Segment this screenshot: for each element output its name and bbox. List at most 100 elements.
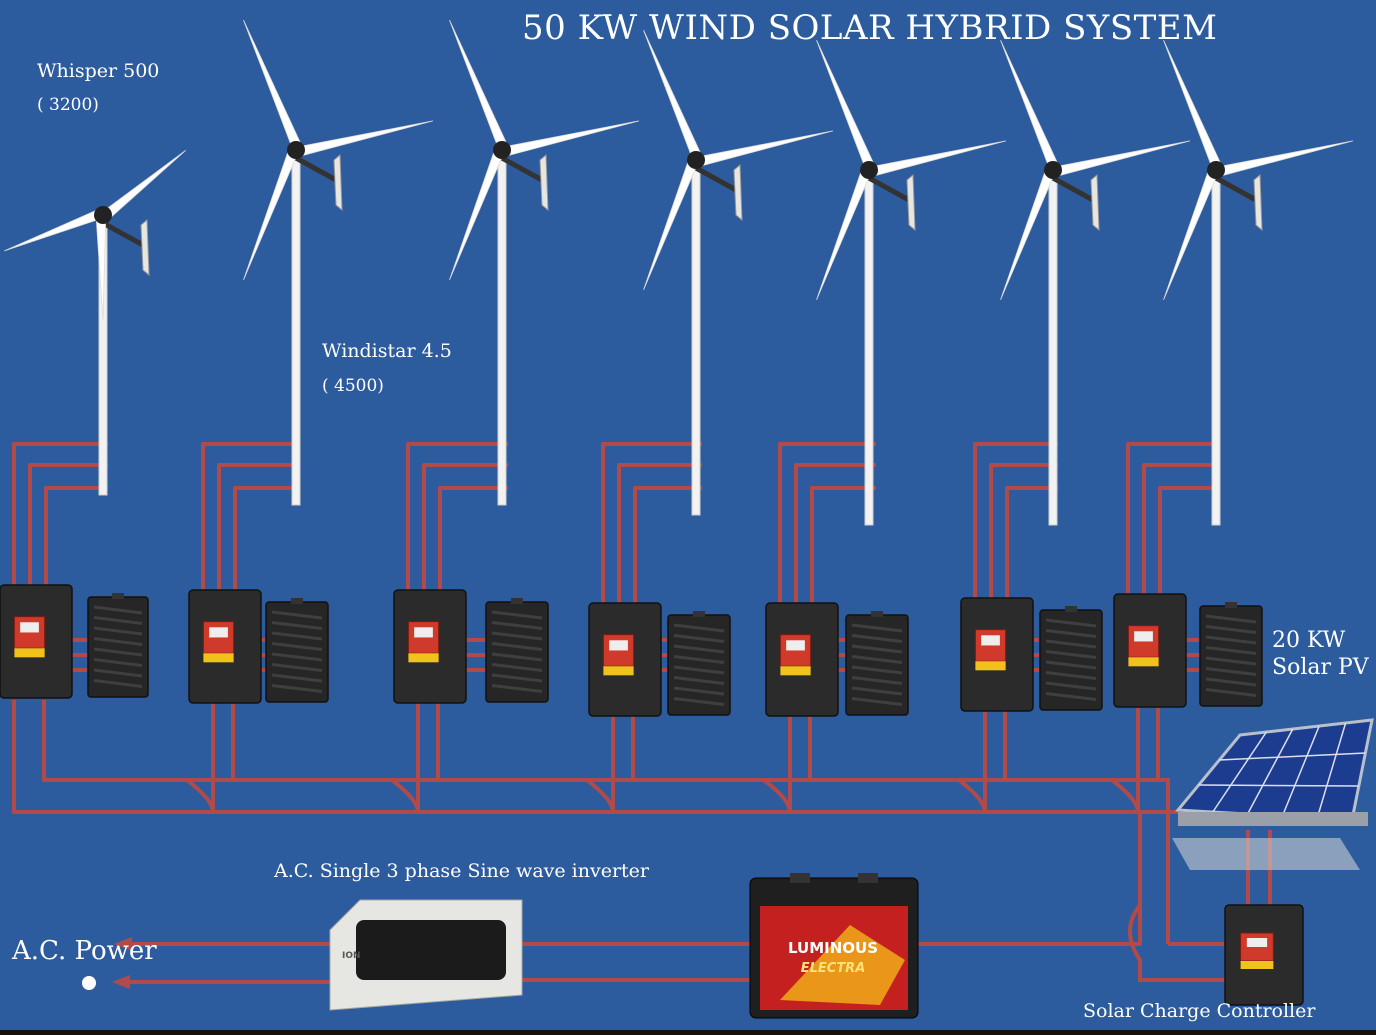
dump-load-grille (851, 686, 903, 696)
turbine-hub (287, 141, 305, 159)
turbine-tower (497, 149, 507, 506)
turbine-cable (1158, 486, 1220, 604)
controller-display (13, 616, 46, 649)
turbine-blade (294, 120, 434, 158)
bus-joint-cable (1110, 778, 1140, 813)
dump-load-terminal (1225, 602, 1237, 608)
turbine-2-model-label: Windistar 4.5 (322, 340, 452, 362)
turbine-cable (44, 486, 108, 595)
controller-strip (408, 653, 439, 663)
turbine-cable (1005, 486, 1058, 608)
dump-load-unit (87, 593, 149, 698)
turbine-blade (1163, 166, 1220, 300)
turbine-blade (816, 40, 877, 172)
inverter-brand-text: ION (342, 951, 361, 961)
controller-strip (780, 666, 811, 676)
wind-turbine-4 (643, 30, 834, 516)
dump-load-grille (1205, 614, 1257, 624)
turbine-tail-boom (101, 220, 145, 248)
dump-load-grille (1205, 677, 1257, 687)
controller-screen (786, 640, 805, 651)
turbine-hub (94, 206, 112, 224)
turbine-tower (864, 169, 874, 526)
turbine-blade (500, 120, 640, 158)
dump-load-unit (265, 598, 329, 703)
turbine-blade (100, 150, 187, 222)
dump-load-grille (673, 655, 725, 664)
turbine-cable (1126, 442, 1220, 604)
battery-flame-graphic (780, 925, 905, 1005)
dump-load-grille (271, 642, 323, 651)
controller-screen (209, 627, 228, 638)
dump-load-grille (673, 686, 725, 696)
controller-display (779, 634, 812, 667)
turbine-blade (1000, 40, 1061, 172)
wind-charge-controller-4 (588, 602, 662, 717)
controller-display (407, 621, 440, 654)
dump-load-grille (271, 663, 323, 672)
dump-load-grille (851, 623, 903, 633)
turbine-cable (617, 463, 702, 613)
dump-load-grille (1205, 646, 1257, 655)
battery-brand-text: LUMINOUS (788, 939, 878, 957)
turbine-tail-fin (333, 153, 343, 212)
dump-load-grille (1045, 650, 1097, 659)
solar-panel-frame (1174, 718, 1374, 822)
inverter-front-panel (356, 920, 506, 980)
turbine-tail-boom (1214, 175, 1258, 203)
charge-controller-label: Solar Charge Controller (1083, 1000, 1316, 1022)
controller-display (974, 629, 1007, 662)
dump-load-terminal (511, 598, 523, 604)
turbine-cable (422, 463, 508, 600)
dump-load-unit (485, 598, 549, 703)
solar-panel-grid (1281, 725, 1320, 817)
wind-turbine-5 (816, 40, 1007, 526)
controller-cable (1128, 903, 1230, 982)
dump-load-grille (491, 673, 543, 683)
turbine-tower (1211, 169, 1221, 526)
dump-load-terminal (291, 598, 303, 604)
turbine-cable (217, 463, 300, 600)
dump-load-grille (673, 676, 725, 685)
turbine-blade (867, 140, 1007, 178)
turbine-blade (1051, 140, 1191, 178)
dump-load-terminal (112, 593, 124, 599)
dump-load-grille (1205, 656, 1257, 666)
dump-load-grille (93, 679, 143, 688)
dump-load-grille (93, 626, 143, 636)
controller-screen (981, 635, 1000, 646)
controller-strip (1128, 657, 1159, 667)
turbine-tail-boom (294, 155, 338, 183)
dump-load-grille (673, 623, 725, 633)
dump-load-grille (93, 658, 143, 667)
dump-load-grille (1045, 660, 1097, 670)
solar-panel-shadow (1172, 838, 1360, 870)
solar-panel-base (1178, 812, 1368, 826)
turbine-tower (291, 149, 301, 506)
turbine-blade (1163, 40, 1224, 172)
dump-load-grille (271, 631, 323, 641)
dump-load-grille (93, 668, 143, 678)
dump-load-grille (1205, 688, 1257, 697)
dump-load-grille (851, 634, 903, 643)
turbine-blade (643, 156, 700, 290)
turbine-cable (1142, 463, 1220, 604)
controller-strip (603, 666, 634, 676)
controller-strip (203, 653, 234, 663)
wind-charge-controller-3 (393, 589, 467, 704)
dump-load-grille (271, 652, 323, 662)
dump-load-grille (93, 637, 143, 646)
wind-charge-controller-6 (960, 597, 1034, 712)
turbine-hub (687, 151, 705, 169)
turbine-tower (1048, 169, 1058, 526)
turbine-cable (633, 486, 702, 613)
wind-turbine-7 (1163, 40, 1354, 526)
solar-panel-grid (1212, 731, 1268, 813)
wind-charge-controller-2 (188, 589, 262, 704)
inverter: ION (329, 899, 523, 1011)
turbine-tail-boom (867, 175, 911, 203)
controller-display (602, 634, 635, 667)
bus-joint-cable (585, 778, 615, 813)
controller-screen (1134, 631, 1153, 642)
